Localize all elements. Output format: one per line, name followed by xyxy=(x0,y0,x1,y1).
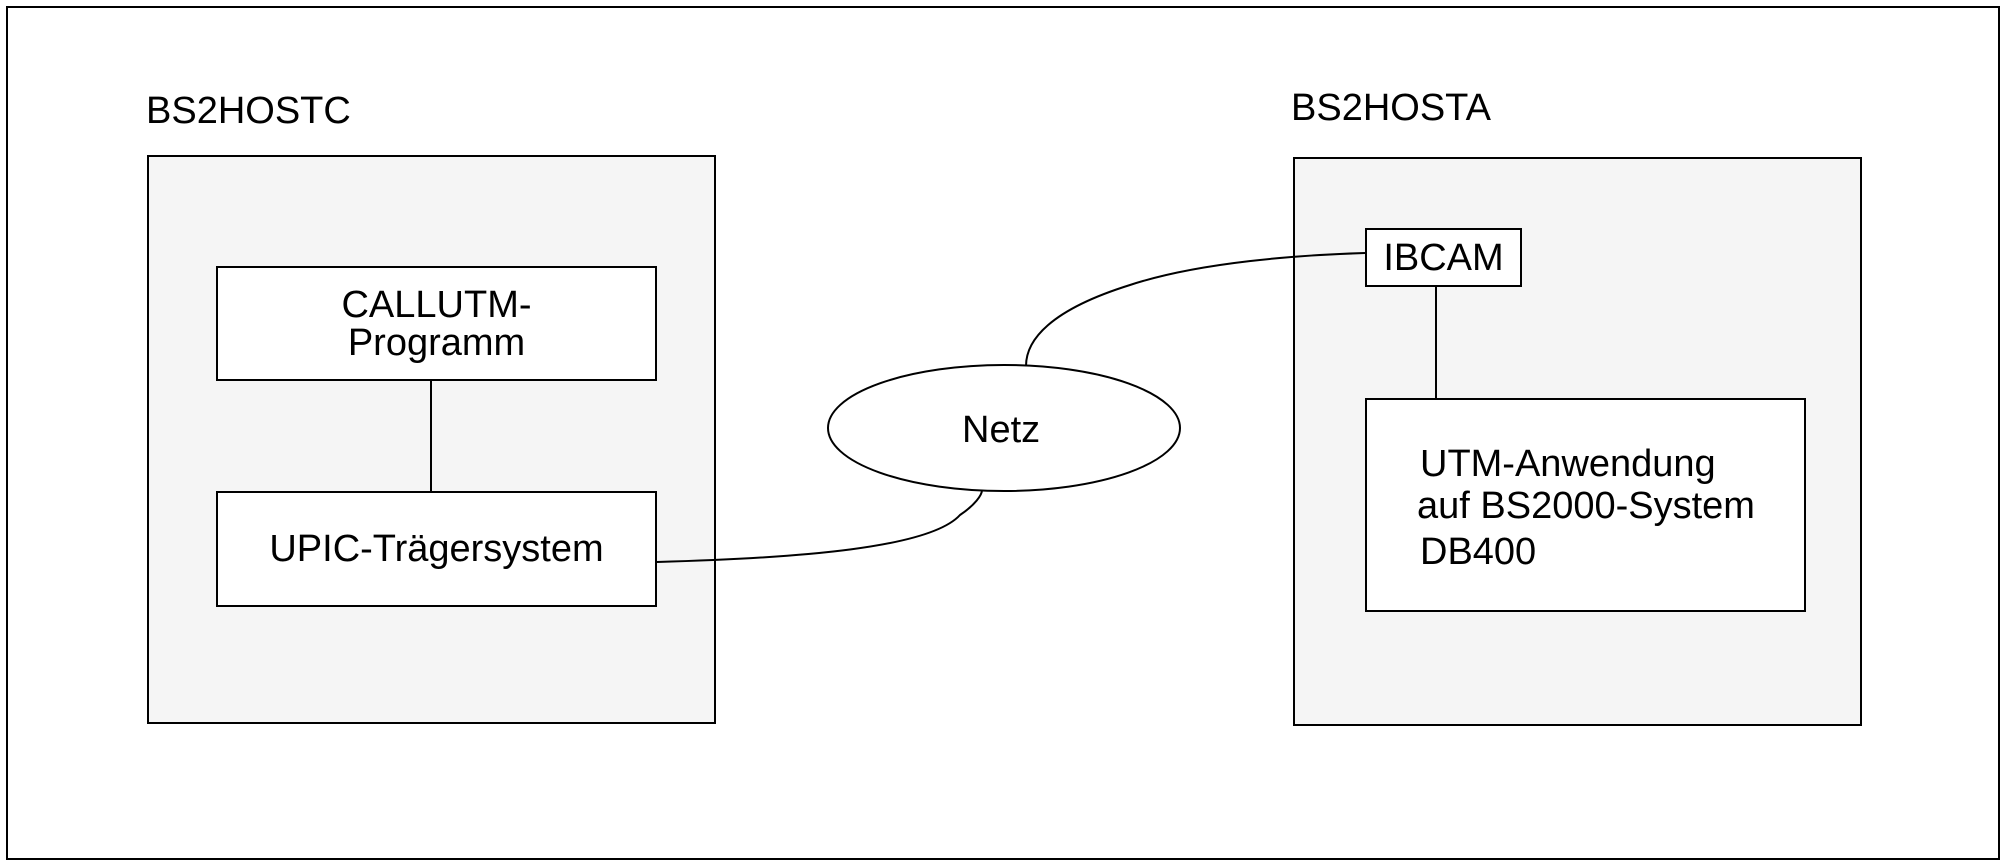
callutm-program-label-line1: CALLUTM- xyxy=(341,283,532,326)
ibcam-box: IBCAM xyxy=(1365,228,1522,287)
utm-application-label-line1: UTM-Anwendung xyxy=(1420,443,1716,485)
host-label-bs2hosta: BS2HOSTA xyxy=(1291,87,1491,129)
network-label: Netz xyxy=(962,409,1041,451)
callutm-program-label-line2: Programm xyxy=(347,321,526,364)
callutm-program-box: CALLUTM- Programm xyxy=(216,266,657,381)
utm-application-label-line2: auf BS2000-System xyxy=(1417,485,1755,527)
utm-application-label-line3: DB400 xyxy=(1420,531,1537,573)
upic-carrier-system-label: UPIC-Trägersystem xyxy=(269,528,604,570)
ibcam-label: IBCAM xyxy=(1383,236,1504,279)
host-box-bs2hostc xyxy=(147,155,716,724)
upic-carrier-system-box: UPIC-Trägersystem xyxy=(216,491,657,607)
utm-application-box: UTM-Anwendung auf BS2000-System DB400 xyxy=(1365,398,1806,612)
host-label-bs2hostc: BS2HOSTC xyxy=(146,90,351,132)
